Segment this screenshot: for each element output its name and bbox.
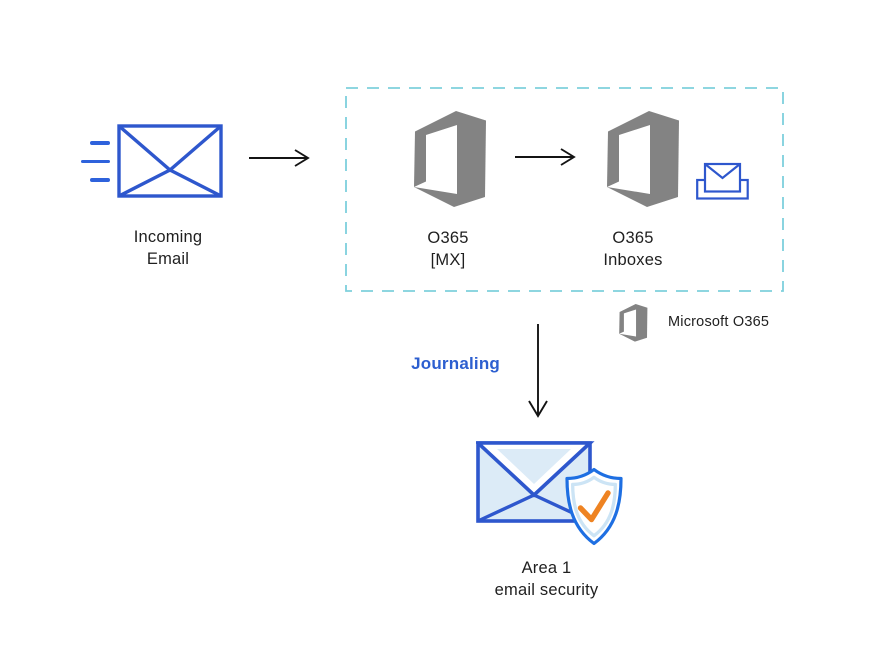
incoming-email-envelope-icon xyxy=(117,124,223,198)
o365-mx-label: O365 [MX] xyxy=(427,229,469,269)
email-security-shield-icon xyxy=(476,441,623,546)
arrow-down-icon xyxy=(528,324,548,418)
arrow-right-icon xyxy=(249,149,310,167)
speed-line-icon xyxy=(81,159,110,163)
office365-logo-icon xyxy=(619,304,648,342)
office365-logo-icon xyxy=(607,111,679,207)
journaling-label: Journaling xyxy=(411,354,500,373)
o365-boundary-box xyxy=(345,87,784,292)
legend-label: Microsoft O365 xyxy=(668,314,770,330)
inbox-tray-envelope-icon xyxy=(696,162,749,200)
area1-label: Area 1 email security xyxy=(494,559,599,599)
speed-line-icon xyxy=(90,141,110,145)
speed-line-icon xyxy=(90,178,110,182)
incoming-email-label: Incoming Email xyxy=(133,228,203,268)
shield-check-icon xyxy=(565,467,623,546)
office365-logo-icon xyxy=(414,111,486,207)
o365-inboxes-label: O365 Inboxes xyxy=(603,229,663,269)
arrow-right-icon xyxy=(515,148,576,166)
